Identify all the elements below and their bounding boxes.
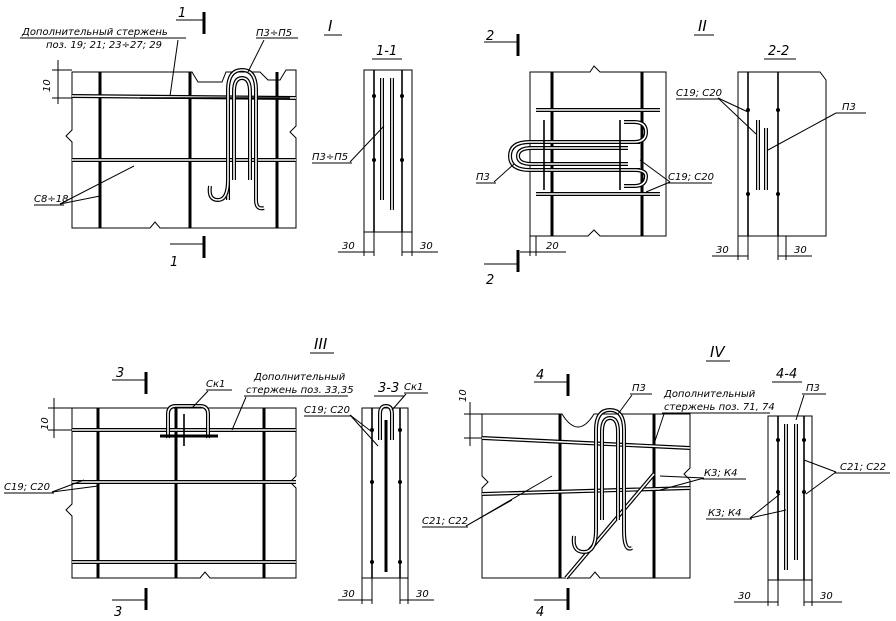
- section-4-mesh-label: С21; С22: [840, 462, 886, 473]
- section-4-4: 4-4 П3 С21; С22 К3; К4 30 30: [706, 367, 890, 606]
- view-1-numeral: I: [328, 17, 333, 35]
- view-4-dim: 10: [458, 389, 469, 402]
- view-4-mesh-label: С21; С22: [422, 516, 468, 527]
- section-2-2: 2-2 С19; С20 П3 30 30: [676, 44, 866, 260]
- section-4-dim-right: 30: [820, 591, 833, 602]
- section-2-loop-label: П3: [842, 102, 856, 113]
- section-3-mesh-label: С19; С20: [304, 405, 350, 416]
- view-3-clip-label: Ск1: [206, 379, 225, 390]
- section-2-title: 2-2: [768, 44, 789, 59]
- section-1-dim-right: 30: [420, 241, 433, 252]
- view-4-note-line1: Дополнительный: [663, 389, 756, 400]
- view-1-note-line2: поз. 19; 21; 23÷27; 29: [46, 40, 162, 51]
- cut-2-number-bottom: 2: [486, 273, 494, 288]
- view-3-numeral: III: [314, 335, 328, 353]
- view-2-loop-label: П3: [476, 172, 490, 183]
- view-3-dim: 10: [40, 417, 51, 430]
- view-4-note-line2: стержень поз. 71, 74: [664, 402, 775, 413]
- view-2-mesh-label: С19; С20: [668, 172, 714, 183]
- section-3-dim-right: 30: [416, 589, 429, 600]
- view-3-mesh-label: С19; С20: [4, 482, 50, 493]
- view-1-dim: 10: [42, 79, 53, 92]
- view-4-numeral: IV: [710, 343, 726, 361]
- section-4-loop-label: П3: [806, 383, 820, 394]
- section-3-3: 3-3 С19; С20 Ск1 30 30: [304, 381, 434, 604]
- view-1-mesh-label: С8÷18: [34, 194, 68, 205]
- view-4-loop-label: П3: [632, 383, 646, 394]
- section-1-dim-left: 30: [342, 241, 355, 252]
- section-2-dim-left: 30: [716, 245, 729, 256]
- view-1: 1 1 I Дополнительный стержень поз. 19; 2…: [20, 6, 342, 270]
- view-1-note-line1: Дополнительный стержень: [21, 27, 168, 38]
- cut-4-number-bottom: 4: [536, 605, 544, 620]
- section-1-label: П3÷П5: [312, 152, 348, 163]
- section-1-title: 1-1: [376, 44, 397, 59]
- section-2-mesh-label: С19; С20: [676, 88, 722, 99]
- view-4-frame-label: К3; К4: [704, 468, 737, 479]
- view-2-dim: 20: [546, 241, 559, 252]
- section-3-dim-left: 30: [342, 589, 355, 600]
- view-4: IV 4 4 П3 Дополнительный стержень поз. 7…: [422, 343, 775, 620]
- cut-3-number-top: 3: [116, 366, 124, 381]
- section-4-dim-left: 30: [738, 591, 751, 602]
- section-4-title: 4-4: [776, 367, 797, 382]
- view-2-numeral: II: [698, 17, 707, 35]
- section-4-frame-label: К3; К4: [708, 508, 741, 519]
- view-1-loop-label: П3÷П5: [256, 28, 292, 39]
- cut-1-number-bottom: 1: [170, 255, 178, 270]
- section-3-clip-label: Ск1: [404, 382, 423, 393]
- view-3-note-line2: стержень поз. 33,35: [246, 385, 354, 396]
- section-3-title: 3-3: [378, 381, 399, 396]
- view-3: III 3 3 Ск1 Дополнительный стержень поз.…: [4, 335, 354, 620]
- view-3-note-line1: Дополнительный: [253, 372, 346, 383]
- view-2: II 2 2 П3 С19; С20: [476, 17, 714, 288]
- section-1-1: 1-1 П3÷П5 30 30: [312, 44, 438, 256]
- cut-1-number-top: 1: [178, 6, 186, 21]
- section-2-dim-right: 30: [794, 245, 807, 256]
- cut-3-number-bottom: 3: [114, 605, 122, 620]
- cut-4-number-top: 4: [536, 368, 544, 383]
- cut-2-number-top: 2: [486, 29, 494, 44]
